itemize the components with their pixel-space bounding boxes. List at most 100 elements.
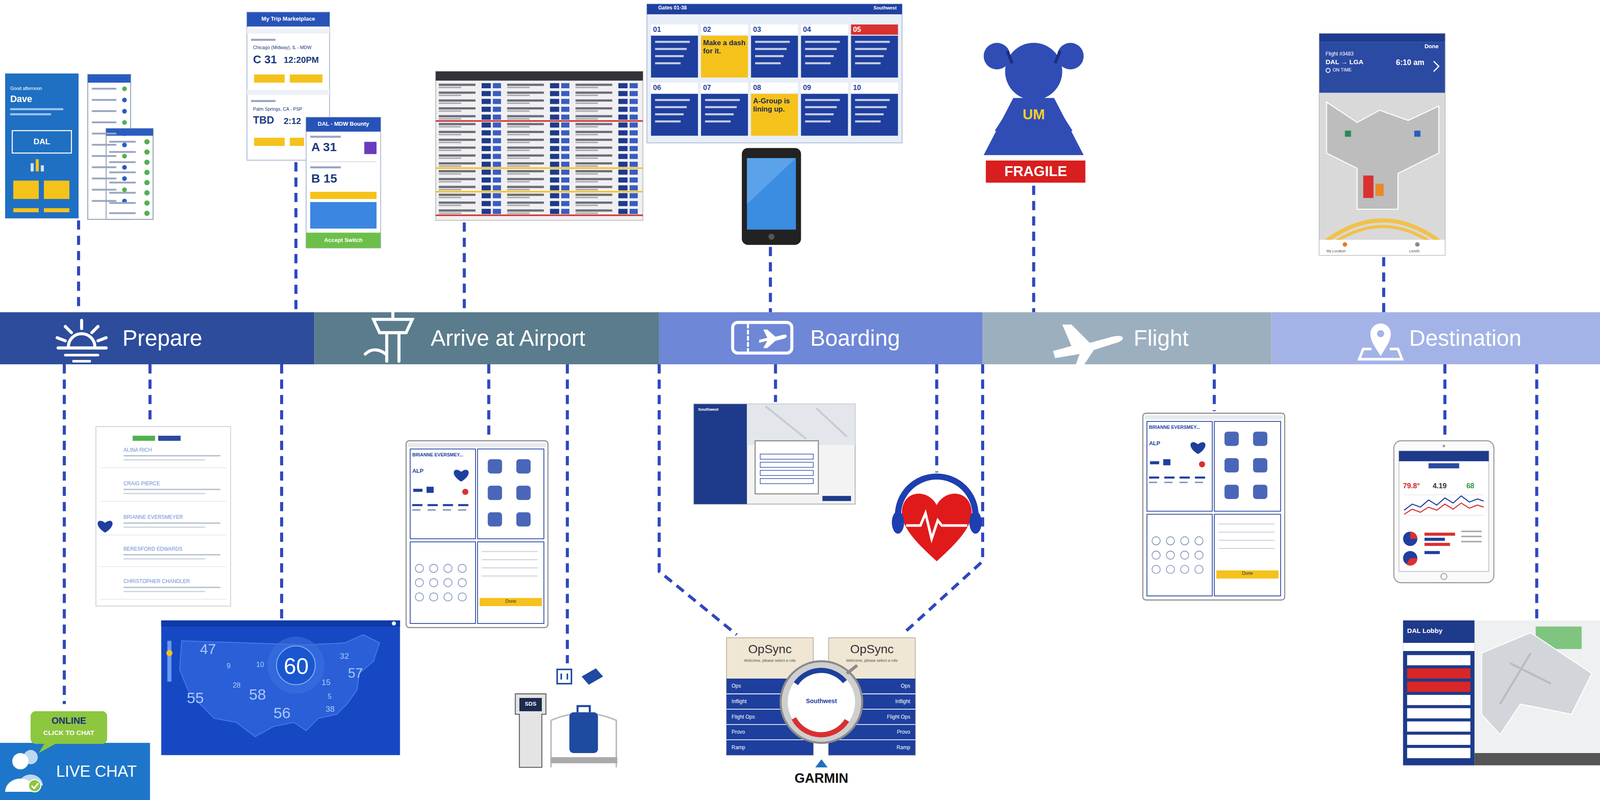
smartphone (741, 148, 802, 245)
airport-code: DAL (33, 136, 51, 147)
board-row (575, 141, 598, 143)
screen-shape (1216, 570, 1279, 579)
us-map (166, 649, 173, 656)
gate-cell-line (805, 98, 841, 102)
board-flag (492, 200, 501, 207)
board-flag (629, 106, 638, 112)
option-icon (429, 592, 438, 601)
bag-drop-kiosk (577, 705, 590, 712)
bag-drop-kiosk (557, 669, 572, 684)
chat-button: LIVE CHAT (0, 742, 151, 800)
option-icon (429, 564, 438, 573)
board-row (438, 162, 476, 165)
heart-icon (97, 520, 113, 533)
gate-cell-line (704, 113, 734, 116)
brand-name: Southwest (873, 5, 897, 11)
lobby-screen (1407, 734, 1471, 745)
stage-title: Arrive at Airport (430, 325, 586, 352)
boarding-time: 6:10 am (1396, 58, 1425, 67)
board-row (438, 94, 462, 96)
board-flag (561, 153, 570, 159)
option-icon (1152, 565, 1161, 574)
phone-screen (106, 128, 154, 220)
option-icon (458, 578, 467, 587)
board-row (575, 209, 612, 212)
phone-screen (250, 38, 276, 41)
board-row (438, 146, 476, 149)
leader-line (280, 364, 284, 618)
board-flag (481, 153, 491, 159)
gate-cell-line (855, 120, 881, 123)
board-row (438, 91, 476, 94)
tablet-screen (406, 440, 549, 628)
option-icon (1195, 550, 1204, 560)
smartwatch (846, 664, 858, 674)
stage-icon (1053, 324, 1123, 366)
gate-cell (750, 93, 798, 136)
phone-screen (310, 160, 377, 162)
screen-shape (1164, 481, 1173, 484)
option-icon (1195, 565, 1204, 574)
board-row (506, 117, 530, 120)
stats-tablet (1404, 495, 1484, 510)
board-flag (492, 114, 501, 120)
bag-drop-kiosk (550, 756, 618, 763)
board-flag (561, 208, 570, 214)
board-highlight (435, 214, 643, 217)
stats-tablet (1440, 573, 1447, 580)
app-screen (40, 165, 44, 172)
gate-cell-line (855, 98, 890, 102)
screen-row (109, 171, 136, 173)
phone-map (1319, 33, 1446, 255)
leader-line (935, 364, 939, 473)
lobby-screen (1407, 681, 1471, 692)
gate-cell-line (654, 105, 687, 109)
board-flag (629, 208, 638, 214)
app-screen (5, 73, 79, 219)
customer-name: BRIANNE EVERSMEY... (412, 451, 464, 458)
board-row (575, 138, 612, 141)
board-flag (481, 200, 491, 207)
screen-shape (516, 458, 531, 473)
board-row (506, 201, 544, 204)
status-dot (144, 210, 150, 216)
board-flag (618, 145, 628, 152)
board-row (506, 149, 530, 151)
gate-cell-line (755, 55, 784, 58)
customer-list (95, 426, 231, 606)
gate-number: 02 (703, 25, 711, 34)
board-row (506, 138, 544, 141)
board-row (438, 157, 462, 159)
stats-tablet (1402, 531, 1418, 546)
bag-drop-kiosk (581, 667, 604, 685)
phone-map (1319, 33, 1446, 255)
gate-cell-header (851, 82, 899, 93)
board-row (506, 169, 544, 173)
screen-shape (442, 509, 451, 511)
option-icon (1180, 550, 1189, 560)
board-flag (549, 161, 560, 167)
phone-screen (305, 117, 381, 248)
list-row (123, 458, 206, 461)
board-flag (629, 122, 638, 128)
screen-shape (1253, 484, 1268, 499)
board-flag (481, 208, 491, 214)
stage-icon (57, 311, 1403, 362)
leader-line (1212, 364, 1216, 411)
phone-map (1319, 239, 1446, 256)
screen-shape (487, 458, 502, 473)
role-option: Inflight (731, 698, 747, 705)
lobby-screen (1474, 752, 1600, 765)
board-row (438, 86, 462, 88)
screen-shape (481, 567, 538, 569)
phone-map (1319, 92, 1446, 240)
gate-cell-line (855, 105, 887, 109)
screen-row (91, 132, 117, 135)
option-icon (1180, 536, 1189, 545)
gate-cell (800, 93, 848, 136)
map-number: 55 (186, 688, 204, 707)
badge-text: UM (1022, 106, 1045, 123)
board-flag (492, 130, 501, 136)
screen-shape (487, 512, 502, 527)
board-flag (629, 138, 638, 144)
